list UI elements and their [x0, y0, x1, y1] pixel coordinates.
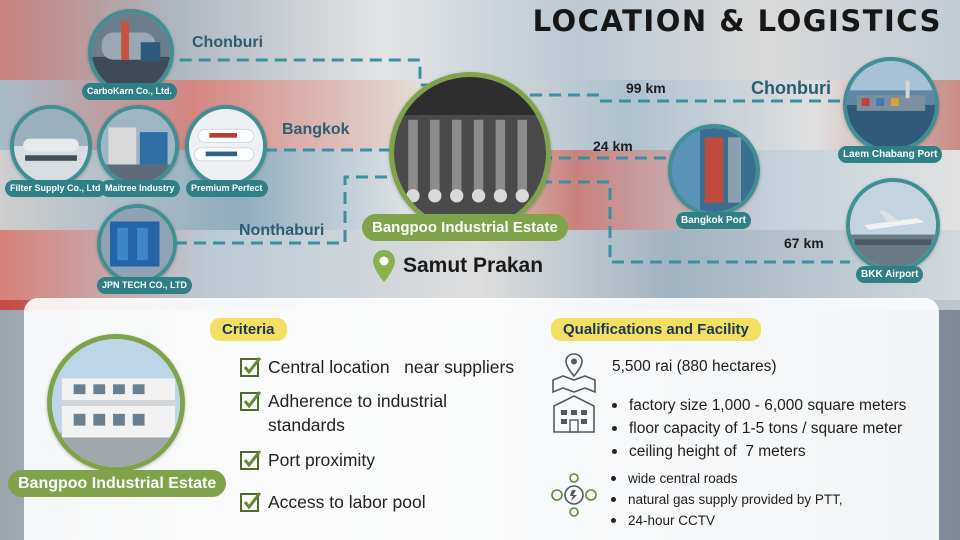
bkk-airport-photo: [846, 178, 940, 272]
distance-bkk-airport: 67 km: [784, 235, 824, 251]
map-area-icon: [552, 353, 596, 394]
checkbox-check-icon: [240, 357, 262, 377]
criteria-text: Adherence to industrial standards: [268, 391, 447, 435]
destination-label-bkk-airport: BKK Airport: [856, 266, 924, 283]
route-label-bangkok: Bangkok: [282, 121, 350, 138]
bangpoo-estate-photo: [389, 72, 551, 234]
criteria-item: Adherence to industrial standards: [240, 389, 490, 437]
criteria-item: Access to labor pool: [240, 490, 426, 514]
supplier-label-maitree: Maitree Industry: [100, 180, 180, 197]
supplier-label-carbokarn: CarboKarn Co., Ltd.: [82, 83, 177, 100]
bangkok-port-photo: [668, 124, 760, 216]
criteria-heading: Criteria: [210, 318, 287, 341]
factory-spec-item: ceiling height of 7 meters: [612, 440, 906, 463]
factory-building-icon: [553, 395, 595, 433]
center-location: Samut Prakan: [373, 250, 543, 282]
destination-label-laem-chabang: Laem Chabang Port: [838, 146, 943, 163]
criteria-item: Port proximity: [240, 448, 375, 472]
criteria-text: Central location near suppliers: [268, 357, 515, 377]
area-text: 5,500 rai (880 hectares): [612, 358, 777, 375]
infrastructure-text: 24-hour CCTV: [628, 513, 716, 528]
checkbox-check-icon: [240, 391, 262, 411]
supplier-photo-premium-perfect: [185, 105, 267, 187]
factory-spec-item: factory size 1,000 - 6,000 square meters: [612, 394, 906, 417]
factory-spec-text: factory size 1,000 - 6,000 square meters: [629, 397, 907, 414]
map-pin-icon: [373, 250, 395, 282]
center-estate-label: Bangpoo Industrial Estate: [362, 214, 568, 241]
infrastructure-text: wide central roads: [628, 471, 738, 486]
infrastructure-specs: wide central roads natural gas supply pr…: [611, 468, 843, 531]
qualifications-heading: Qualifications and Facility: [551, 318, 761, 341]
supplier-photo-maitree: [97, 105, 179, 187]
infrastructure-item: wide central roads: [611, 468, 843, 489]
factory-spec-text: floor capacity of 1-5 tons / square mete…: [629, 420, 903, 437]
supplier-label-premium-perfect: Premium Perfect: [186, 180, 268, 197]
criteria-text: Port proximity: [268, 450, 375, 470]
distance-laem-chabang: 99 km: [626, 80, 666, 96]
laem-chabang-port-photo: [843, 57, 939, 153]
factory-specs: factory size 1,000 - 6,000 square meters…: [612, 394, 906, 463]
checkbox-check-icon: [240, 450, 262, 470]
supplier-label-filter-supply: Filter Supply Co., Ltd: [5, 180, 106, 197]
supplier-photo-jpn-tech: [97, 204, 177, 284]
supplier-photo-filter-supply: [10, 105, 92, 187]
supplier-label-jpn-tech: JPN TECH CO., LTD: [97, 277, 192, 294]
factory-spec-text: ceiling height of 7 meters: [629, 443, 806, 460]
center-province: Samut Prakan: [403, 254, 544, 277]
infrastructure-item: 24-hour CCTV: [611, 510, 843, 531]
criteria-item: Central location near suppliers: [240, 355, 514, 379]
checkbox-check-icon: [240, 492, 262, 512]
factory-spec-item: floor capacity of 1-5 tons / square mete…: [612, 417, 906, 440]
infrastructure-text: natural gas supply provided by PTT,: [628, 492, 843, 507]
route-label-chonburi-supplier: Chonburi: [192, 34, 264, 51]
criteria-text: Access to labor pool: [268, 492, 426, 512]
infrastructure-item: natural gas supply provided by PTT,: [611, 489, 843, 510]
route-label-chonburi-port: Chonburi: [751, 78, 831, 98]
estate-photo-label: Bangpoo Industrial Estate: [8, 470, 227, 497]
destination-label-bangkok-port: Bangkok Port: [676, 212, 752, 229]
route-label-nonthaburi: Nonthaburi: [239, 222, 325, 239]
estate-building-photo: [47, 334, 185, 472]
distance-bangkok-port: 24 km: [593, 138, 633, 154]
utilities-icon: [551, 473, 597, 517]
page-title: LOCATION & LOGISTICS: [532, 4, 942, 38]
